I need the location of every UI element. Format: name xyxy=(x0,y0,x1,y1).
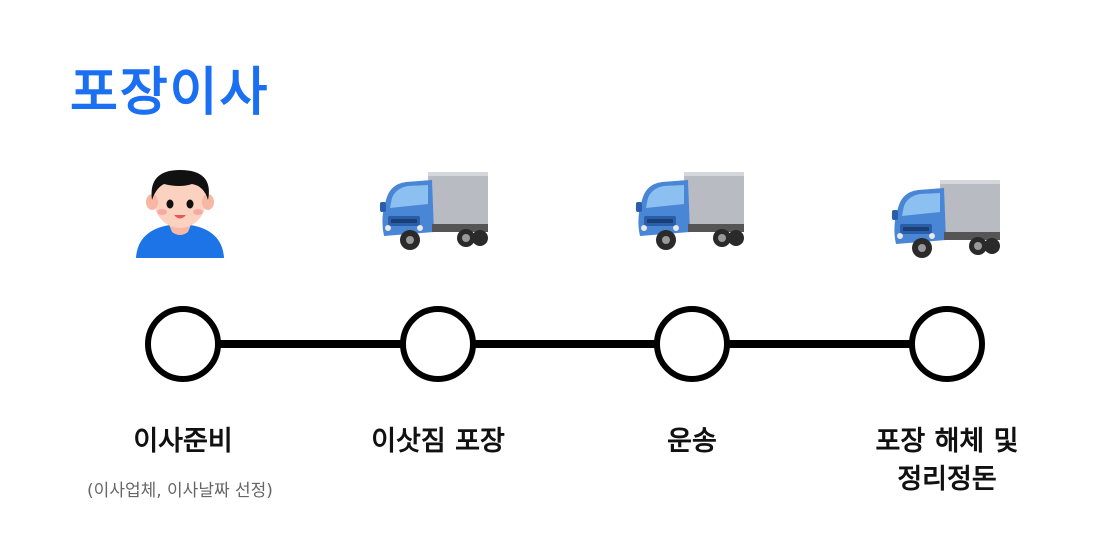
timeline-node-1 xyxy=(145,306,221,382)
step-label-unpacking-line1: 포장 해체 및 xyxy=(875,426,1019,457)
step-label-transport: 운송 xyxy=(667,426,717,457)
page-title: 포장이사 xyxy=(70,63,270,123)
person-icon xyxy=(136,170,224,258)
truck-icon xyxy=(636,172,744,250)
timeline xyxy=(145,306,985,382)
step-label-unpacking-line2: 정리정돈 xyxy=(897,464,997,495)
step-label-prepare: 이사준비 xyxy=(133,426,233,457)
truck-icon xyxy=(380,172,488,250)
timeline-node-4 xyxy=(909,306,985,382)
step-label-packing: 이삿짐 포장 xyxy=(371,426,505,457)
timeline-node-3 xyxy=(654,306,730,382)
timeline-node-2 xyxy=(400,306,476,382)
step-sublabel-prepare: (이사업체, 이사날짜 선정) xyxy=(87,481,273,501)
truck-icon xyxy=(892,180,1000,258)
